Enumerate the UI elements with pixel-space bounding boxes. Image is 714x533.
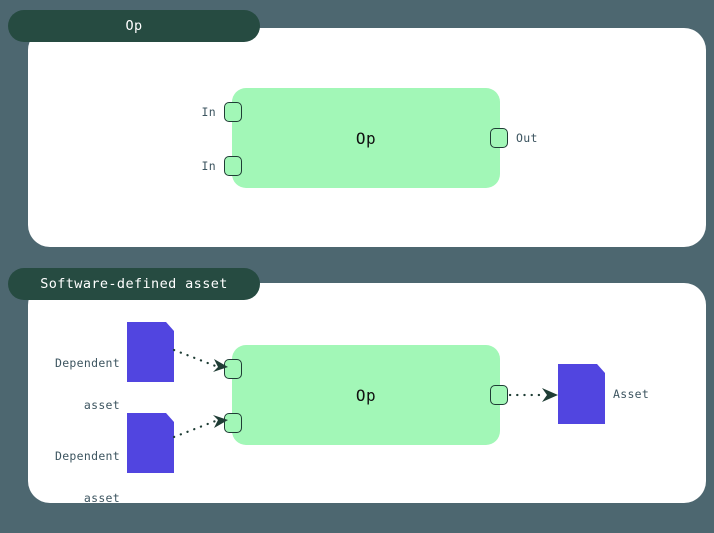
panel-op: Op Op In In Out — [0, 0, 714, 258]
op-in-port-1[interactable] — [224, 102, 242, 122]
connector-asset-output — [508, 388, 558, 402]
panel-op-tab-label: Op — [125, 18, 143, 34]
op-node[interactable]: Op — [232, 88, 500, 188]
op-in-label-2: In — [201, 159, 216, 173]
dependent-asset-label-1: Dependent asset — [40, 328, 120, 440]
dependent-asset-label-2-line2: asset — [83, 491, 120, 505]
dependent-asset-label-2-line1: Dependent — [54, 449, 120, 463]
op-node-label: Op — [355, 128, 377, 148]
panel-software-defined-asset: Software-defined asset Op Dependent asse… — [0, 258, 714, 516]
asset-op-node-label: Op — [355, 385, 377, 405]
asset-op-node[interactable]: Op — [232, 345, 500, 445]
asset-in-port-1[interactable] — [224, 359, 242, 379]
asset-icon-output[interactable] — [558, 364, 605, 424]
panel-asset-tab-label: Software-defined asset — [40, 276, 228, 292]
connector-dependent-asset-1 — [172, 348, 228, 372]
dependent-asset-label-2: Dependent asset — [40, 421, 120, 533]
dependent-asset-icon-2[interactable] — [127, 413, 174, 473]
dependent-asset-label-1-line2: asset — [83, 398, 120, 412]
panel-op-tab[interactable]: Op — [8, 10, 260, 42]
asset-in-port-2[interactable] — [224, 413, 242, 433]
op-out-port-1[interactable] — [490, 128, 508, 148]
connector-dependent-asset-2 — [172, 415, 228, 439]
dependent-asset-icon-1[interactable] — [127, 322, 174, 382]
asset-out-port-1[interactable] — [490, 385, 508, 405]
op-out-label-1: Out — [516, 131, 538, 145]
panel-asset-tab[interactable]: Software-defined asset — [8, 268, 260, 300]
op-in-label-1: In — [201, 105, 216, 119]
asset-output-label: Asset — [613, 387, 650, 401]
dependent-asset-label-1-line1: Dependent — [54, 356, 120, 370]
op-in-port-2[interactable] — [224, 156, 242, 176]
